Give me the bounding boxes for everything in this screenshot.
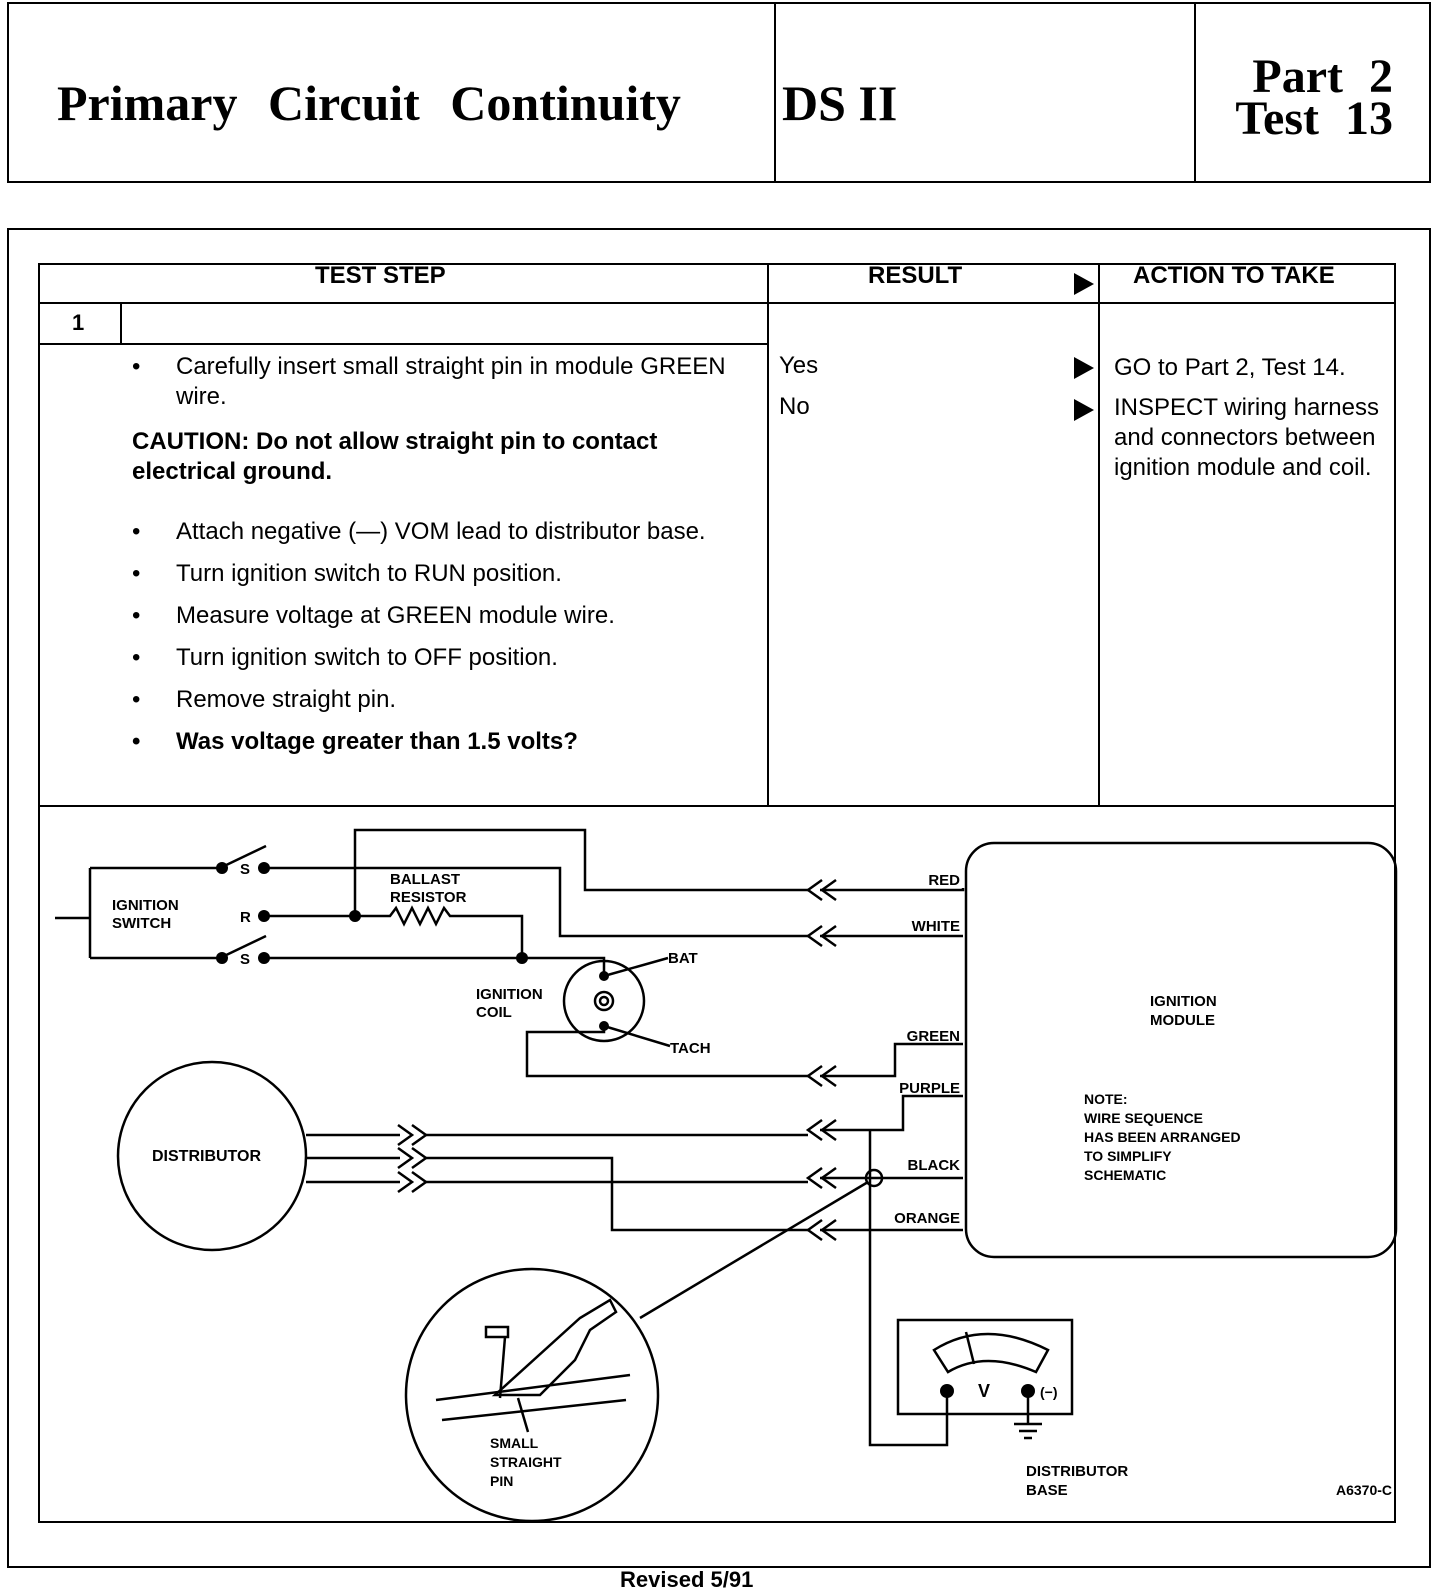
bat-label: BAT — [668, 950, 698, 967]
col-action: ACTION TO TAKE — [1133, 262, 1335, 289]
step-bullet: Remove straight pin. — [132, 685, 732, 715]
divider — [1098, 263, 1100, 805]
action-yes: GO to Part 2, Test 14. — [1114, 354, 1346, 381]
switch-s-label: S — [240, 861, 250, 878]
system-cell: DS II — [774, 4, 1196, 181]
wire-label-green: GREEN — [907, 1028, 960, 1045]
test-line: Test 13 — [1235, 92, 1393, 145]
pin-label: STRAIGHT — [490, 1454, 562, 1470]
arrow-icon — [1074, 273, 1094, 295]
note-label: TO SIMPLIFY — [1084, 1148, 1172, 1164]
step-list: Carefully insert small straight pin in m… — [132, 352, 732, 412]
distributor-label: DISTRIBUTOR — [152, 1148, 261, 1165]
switch-r-label: R — [240, 909, 251, 926]
col-result: RESULT — [868, 262, 963, 289]
ignition-module-label: IGNITION — [1150, 993, 1217, 1010]
wire-label-black: BLACK — [908, 1157, 961, 1174]
divider — [38, 805, 1396, 807]
tach-label: TACH — [670, 1040, 711, 1057]
step-list: Attach negative (—) VOM lead to distribu… — [132, 517, 732, 757]
step-question: Was voltage greater than 1.5 volts? — [132, 727, 732, 757]
wire-label-red: RED — [928, 872, 960, 889]
system-label: DS II — [782, 75, 898, 131]
pin-label: PIN — [490, 1473, 513, 1489]
arrow-icon — [1074, 357, 1094, 379]
result-yes: Yes — [779, 352, 819, 379]
divider — [38, 343, 768, 345]
divider — [38, 302, 1396, 304]
step-bullet: Turn ignition switch to RUN position. — [132, 559, 732, 589]
distributor-base-label: DISTRIBUTOR — [1026, 1463, 1128, 1480]
note-label: SCHEMATIC — [1084, 1167, 1166, 1183]
ignition-switch-label: SWITCH — [112, 915, 171, 932]
step-bullet: Measure voltage at GREEN module wire. — [132, 601, 732, 631]
pin-label: SMALL — [490, 1435, 539, 1451]
note-label: NOTE: — [1084, 1091, 1128, 1107]
ballast-resistor-label: BALLAST — [390, 871, 460, 888]
result-no: No — [779, 393, 810, 420]
note-label: HAS BEEN ARRANGED — [1084, 1129, 1241, 1145]
step-bullet: Turn ignition switch to OFF position. — [132, 643, 732, 673]
wire-label-purple: PURPLE — [899, 1080, 960, 1097]
caution-text: CAUTION: Do not allow straight pin to co… — [132, 428, 658, 485]
wire-label-orange: ORANGE — [894, 1210, 960, 1227]
wire-label-white: WHITE — [912, 918, 960, 935]
title-cell: Primary Circuit Continuity — [9, 4, 776, 181]
content-frame — [7, 228, 1431, 1568]
part-test-label: Part 2 Test 13 — [1235, 50, 1393, 145]
divider — [767, 263, 769, 805]
figure-id: A6370-C — [1336, 1482, 1392, 1498]
page-title: Primary Circuit Continuity — [57, 75, 681, 131]
ignition-coil-label: IGNITION — [476, 986, 543, 1003]
arrow-icon — [1074, 399, 1094, 421]
ballast-resistor-label: RESISTOR — [390, 889, 467, 906]
ignition-module-label: MODULE — [1150, 1012, 1215, 1029]
step-bullet: Carefully insert small straight pin in m… — [132, 352, 732, 412]
meter-v-label: V — [978, 1381, 990, 1401]
ignition-switch-label: IGNITION — [112, 897, 179, 914]
ignition-coil-label: COIL — [476, 1004, 512, 1021]
page-header: Primary Circuit Continuity DS II Part 2 … — [7, 2, 1431, 183]
switch-s-label: S — [240, 951, 250, 968]
col-test-step: TEST STEP — [315, 262, 446, 289]
step-bullet: Attach negative (—) VOM lead to distribu… — [132, 517, 732, 547]
action-no: INSPECT wiring harness and connectors be… — [1114, 394, 1379, 481]
step-number: 1 — [72, 310, 85, 335]
distributor-base-label: BASE — [1026, 1482, 1068, 1499]
divider — [120, 302, 122, 343]
revision-footer: Revised 5/91 — [620, 1567, 754, 1592]
meter-neg-label: (−) — [1040, 1384, 1058, 1400]
part-line: Part 2 — [1252, 50, 1393, 103]
note-label: WIRE SEQUENCE — [1084, 1110, 1203, 1126]
